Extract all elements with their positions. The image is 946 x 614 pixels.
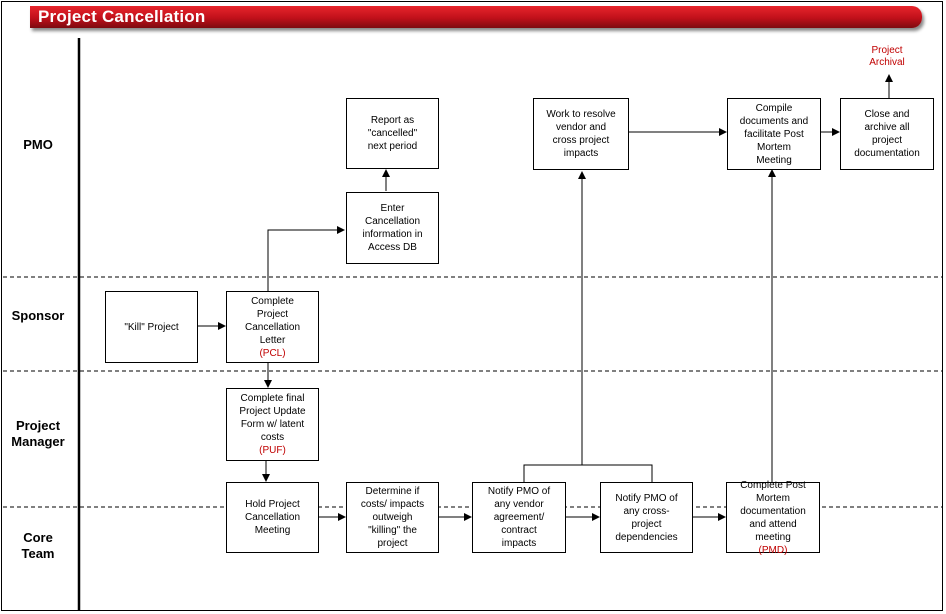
process-box-text: Compile documents and facilitate Post Mo… xyxy=(739,102,809,166)
title-bar: Project Cancellation xyxy=(30,6,922,28)
process-box-text: Complete Post Mortem documentation and a… xyxy=(740,479,806,543)
process-box-resolve-impacts: Work to resolve vendor and cross project… xyxy=(533,98,629,170)
arrow-pcl-to-enter xyxy=(267,226,345,291)
process-box-complete-puf: Complete final Project Update Form w/ la… xyxy=(226,388,319,461)
process-box-text: Notify PMO of any cross- project depende… xyxy=(615,492,678,543)
annotation-project-archival: Project Archival xyxy=(869,45,905,68)
process-box-kill-project: "Kill" Project xyxy=(105,291,198,363)
process-box-text: Hold Project Cancellation Meeting xyxy=(244,499,301,536)
process-box-text: Work to resolve vendor and cross project… xyxy=(546,109,616,159)
process-box-text: Enter Cancellation information in Access… xyxy=(362,203,423,253)
process-box-text: Close and archive all project documentat… xyxy=(854,109,920,159)
process-box-compile-documents: Compile documents and facilitate Post Mo… xyxy=(727,98,821,170)
process-box-close-archive: Close and archive all project documentat… xyxy=(840,98,934,170)
process-box-complete-pcl: Complete Project Cancellation Letter (PC… xyxy=(226,291,319,363)
lane-label-sponsor: Sponsor xyxy=(11,308,65,323)
process-box-post-mortem: Complete Post Mortem documentation and a… xyxy=(726,479,820,556)
process-box-notify-vendor: Notify PMO of any vendor agreement/ cont… xyxy=(472,482,566,553)
process-box-hold-meeting: Hold Project Cancellation Meeting xyxy=(226,482,319,553)
process-box-determine-costs: Determine if costs/ impacts outweigh "ki… xyxy=(346,482,439,553)
document-code-pmd: (PMD) xyxy=(758,544,788,556)
lane-label-project-manager: Project Manager xyxy=(11,418,65,449)
connector-notify-merge xyxy=(523,464,653,482)
document-code-pcl: (PCL) xyxy=(259,347,286,359)
lane-label-core-team: Core Team xyxy=(21,530,55,561)
process-box-text: Report as "cancelled" next period xyxy=(367,115,418,152)
process-box-report-cancelled: Report as "cancelled" next period xyxy=(346,98,439,169)
process-box-text: Determine if costs/ impacts outweigh "ki… xyxy=(360,486,425,549)
process-box-enter-access-db: Enter Cancellation information in Access… xyxy=(346,192,439,264)
diagram-title: Project Cancellation xyxy=(38,7,206,26)
process-box-text: Notify PMO of any vendor agreement/ cont… xyxy=(487,486,551,549)
document-code-puf: (PUF) xyxy=(259,445,286,456)
process-box-text: "Kill" Project xyxy=(124,321,179,333)
process-box-text: Complete Project Cancellation Letter xyxy=(244,295,301,346)
lane-label-pmo: PMO xyxy=(23,137,53,152)
process-box-text: Complete final Project Update Form w/ la… xyxy=(239,393,306,443)
process-box-notify-cross-project: Notify PMO of any cross- project depende… xyxy=(600,482,693,553)
